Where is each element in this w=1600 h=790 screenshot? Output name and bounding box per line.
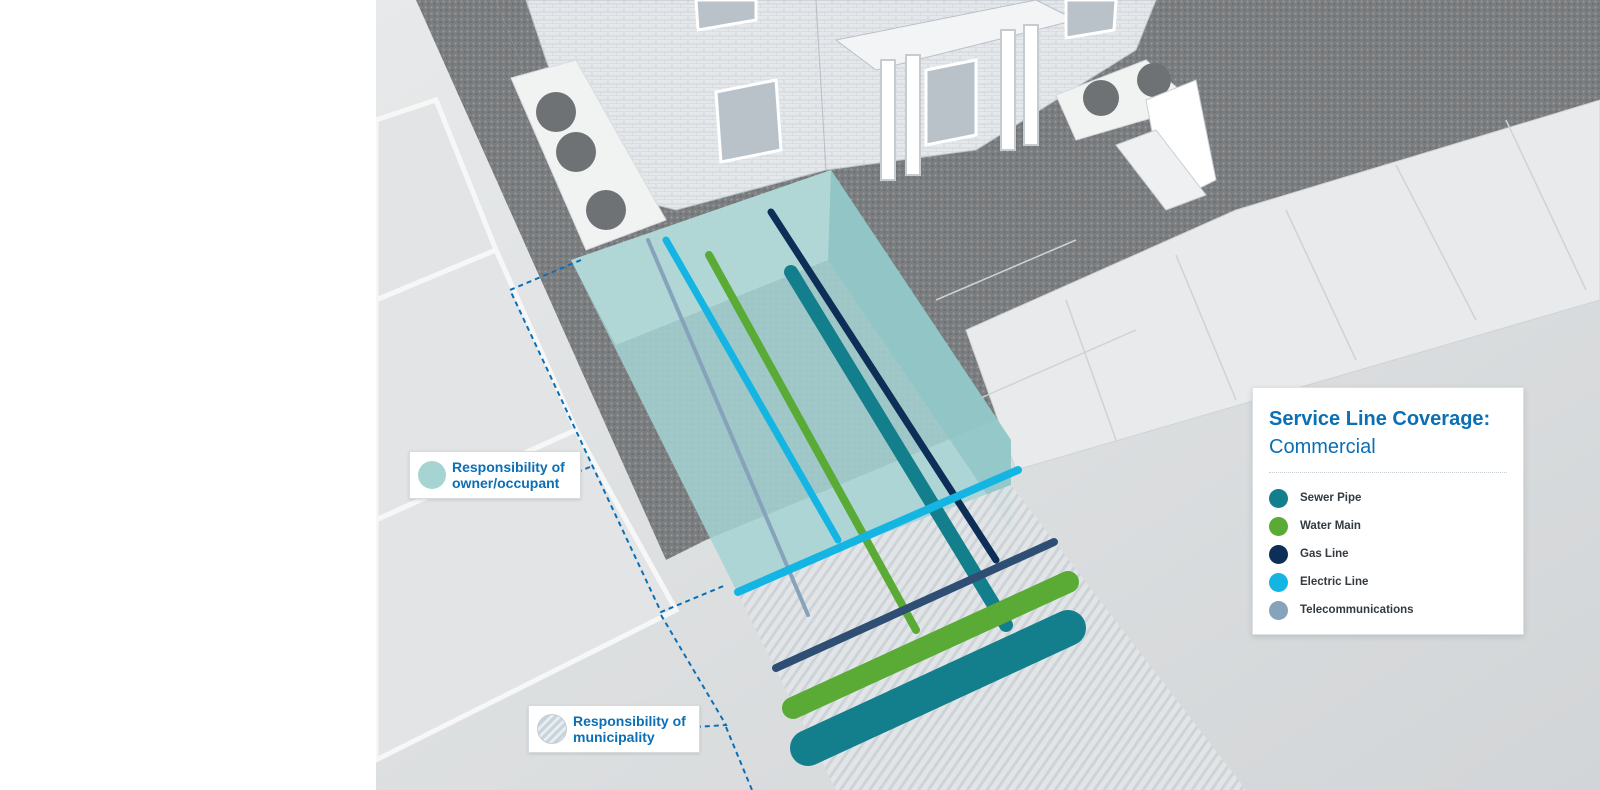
municipality-callout-text: Responsibility of municipality [573,713,686,745]
municipality-responsibility-callout: Responsibility of municipality [528,705,700,753]
legend-label: Telecommunications [1300,604,1414,616]
legend-label: Gas Line [1300,548,1349,560]
legend-swatch-telecom [1269,601,1288,620]
legend-item: Water Main [1269,512,1414,540]
legend-subtitle: Commercial [1269,436,1376,459]
legend-item: Sewer Pipe [1269,484,1414,512]
legend-title: Service Line Coverage: [1269,408,1490,431]
owner-callout-line1: Responsibility of [452,459,565,475]
blank-left-panel [0,0,376,790]
muni-callout-line1: Responsibility of [573,713,686,729]
legend-swatch-gas [1269,545,1288,564]
muni-callout-line2: municipality [573,729,655,745]
legend-item: Telecommunications [1269,596,1414,624]
owner-zone-swatch [418,461,446,489]
municipality-zone-swatch [537,714,567,744]
owner-callout-line2: owner/occupant [452,475,559,491]
legend-swatch-water [1269,517,1288,536]
legend-list: Sewer Pipe Water Main Gas Line Electric … [1269,484,1414,624]
legend-label: Electric Line [1300,576,1368,588]
legend-label: Sewer Pipe [1300,492,1361,504]
legend-panel: Service Line Coverage: Commercial Sewer … [1252,387,1524,635]
legend-swatch-sewer [1269,489,1288,508]
legend-item: Gas Line [1269,540,1414,568]
legend-item: Electric Line [1269,568,1414,596]
legend-label: Water Main [1300,520,1361,532]
legend-swatch-electric [1269,573,1288,592]
legend-divider [1269,472,1507,473]
owner-responsibility-callout: Responsibility of owner/occupant [409,451,581,499]
owner-callout-text: Responsibility of owner/occupant [452,459,565,491]
